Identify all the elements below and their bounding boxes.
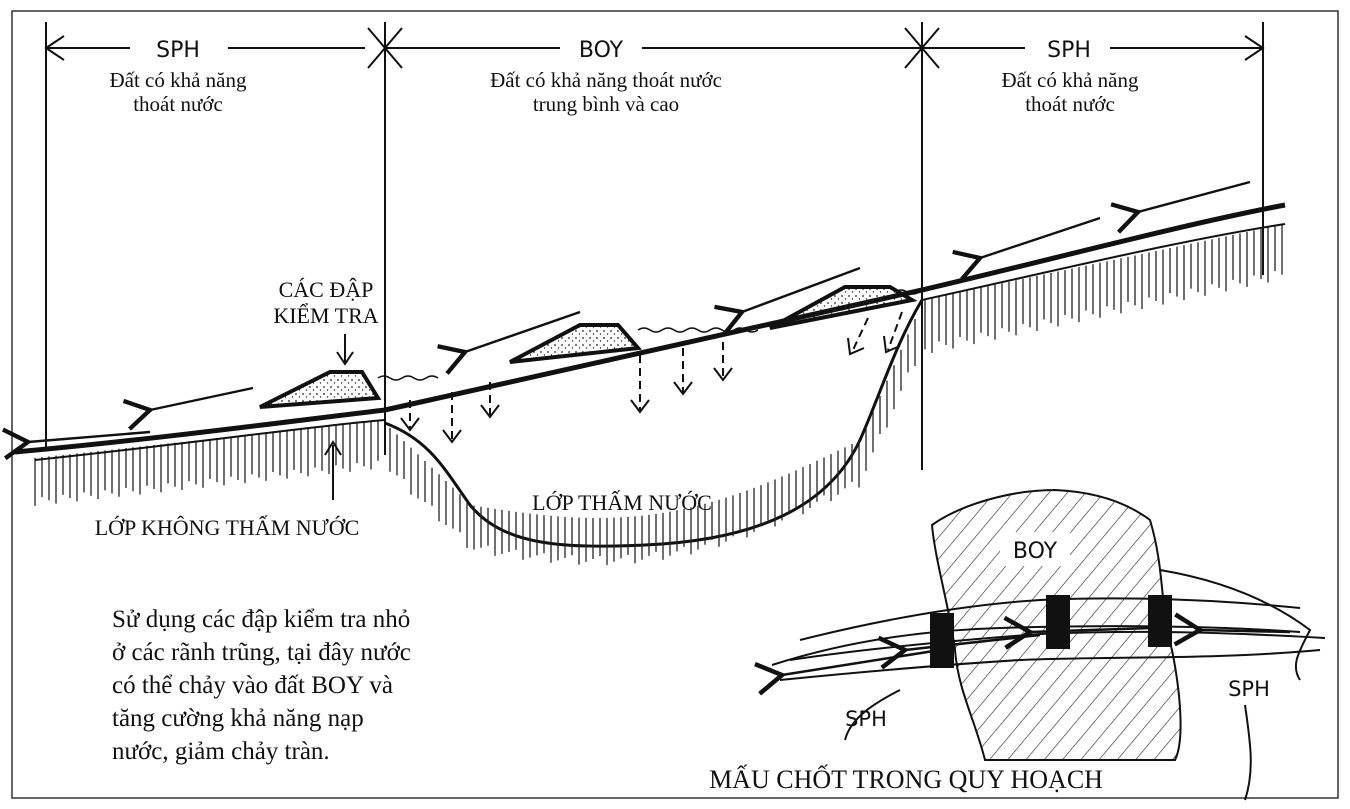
ground-underline-right — [921, 223, 1286, 301]
check-dam — [259, 370, 382, 409]
flow-arrow — [437, 310, 581, 375]
zone-desc-line: thoát nước — [133, 92, 223, 116]
zone-code: SPH — [1047, 38, 1091, 63]
impermeable-layer-label: LỚP KHÔNG THẤM NƯỚC — [95, 515, 360, 540]
zone-desc-line: trung bình và cao — [533, 92, 679, 116]
figure-border — [11, 10, 1339, 799]
plan-check-dam — [930, 613, 954, 668]
usage-note: Sử dụng các đập kiểm tra nhỏ ở các rãnh … — [112, 606, 411, 765]
zone-desc-line: Đất có khả năng — [109, 68, 247, 92]
check-dam — [769, 285, 918, 330]
plan-sph-left-label: SPH — [845, 707, 887, 731]
check-dam — [509, 323, 643, 364]
plan-boy-label: BOY — [1013, 539, 1058, 564]
infiltration-arrow — [887, 311, 903, 351]
ground-surface — [14, 202, 1286, 455]
infiltration-arrows — [409, 311, 903, 440]
check-dam-pointer — [324, 334, 354, 500]
permeable-layer-label: LỚP THẤM NƯỚC — [532, 490, 712, 515]
plan-sph-right-label: SPH — [1228, 677, 1270, 701]
permeable-layer-basin — [384, 299, 924, 548]
zone-sph-right: SPH Đất có khả năng thoát nước — [1001, 38, 1139, 116]
plan-flow-arrow — [1173, 612, 1291, 647]
zone-code: SPH — [156, 38, 200, 63]
zone-desc-line: Đất có khả năng — [1001, 68, 1139, 92]
surface-flow-arrows — [1, 180, 1251, 461]
check-dam-label: CÁC ĐẬP — [279, 277, 374, 302]
infiltration-arrowheads — [400, 335, 901, 444]
flow-arrow — [1110, 180, 1251, 234]
zone-sph-left: SPH Đất có khả năng thoát nước — [109, 38, 247, 116]
zone-desc-line: Đất có khả năng thoát nước — [490, 68, 722, 92]
plan-view: BOY SPH SPH MẤU CHỐT TRONG QUY HOẠCH — [709, 488, 1326, 801]
flow-arrow — [714, 266, 861, 336]
zone-desc-line: thoát nước — [1025, 92, 1115, 116]
infiltration-arrow — [851, 317, 869, 353]
zone-code: BOY — [579, 38, 624, 63]
plan-title: MẤU CHỐT TRONG QUY HOẠCH — [709, 765, 1103, 794]
flow-arrow — [1, 427, 151, 461]
ground-underline — [34, 419, 386, 461]
zone-dimension-line — [44, 22, 1265, 470]
plan-flow-arrow — [754, 648, 941, 696]
flow-arrow — [952, 216, 1101, 281]
check-dam-label: KIỂM TRA — [273, 303, 378, 328]
plan-check-dam — [1046, 595, 1070, 649]
zone-boy: BOY Đất có khả năng thoát nước trung bìn… — [490, 38, 722, 116]
plan-check-dam — [1148, 595, 1172, 647]
check-dams — [259, 285, 918, 409]
flow-arrow — [122, 386, 254, 431]
soil-hatching — [34, 224, 1283, 565]
